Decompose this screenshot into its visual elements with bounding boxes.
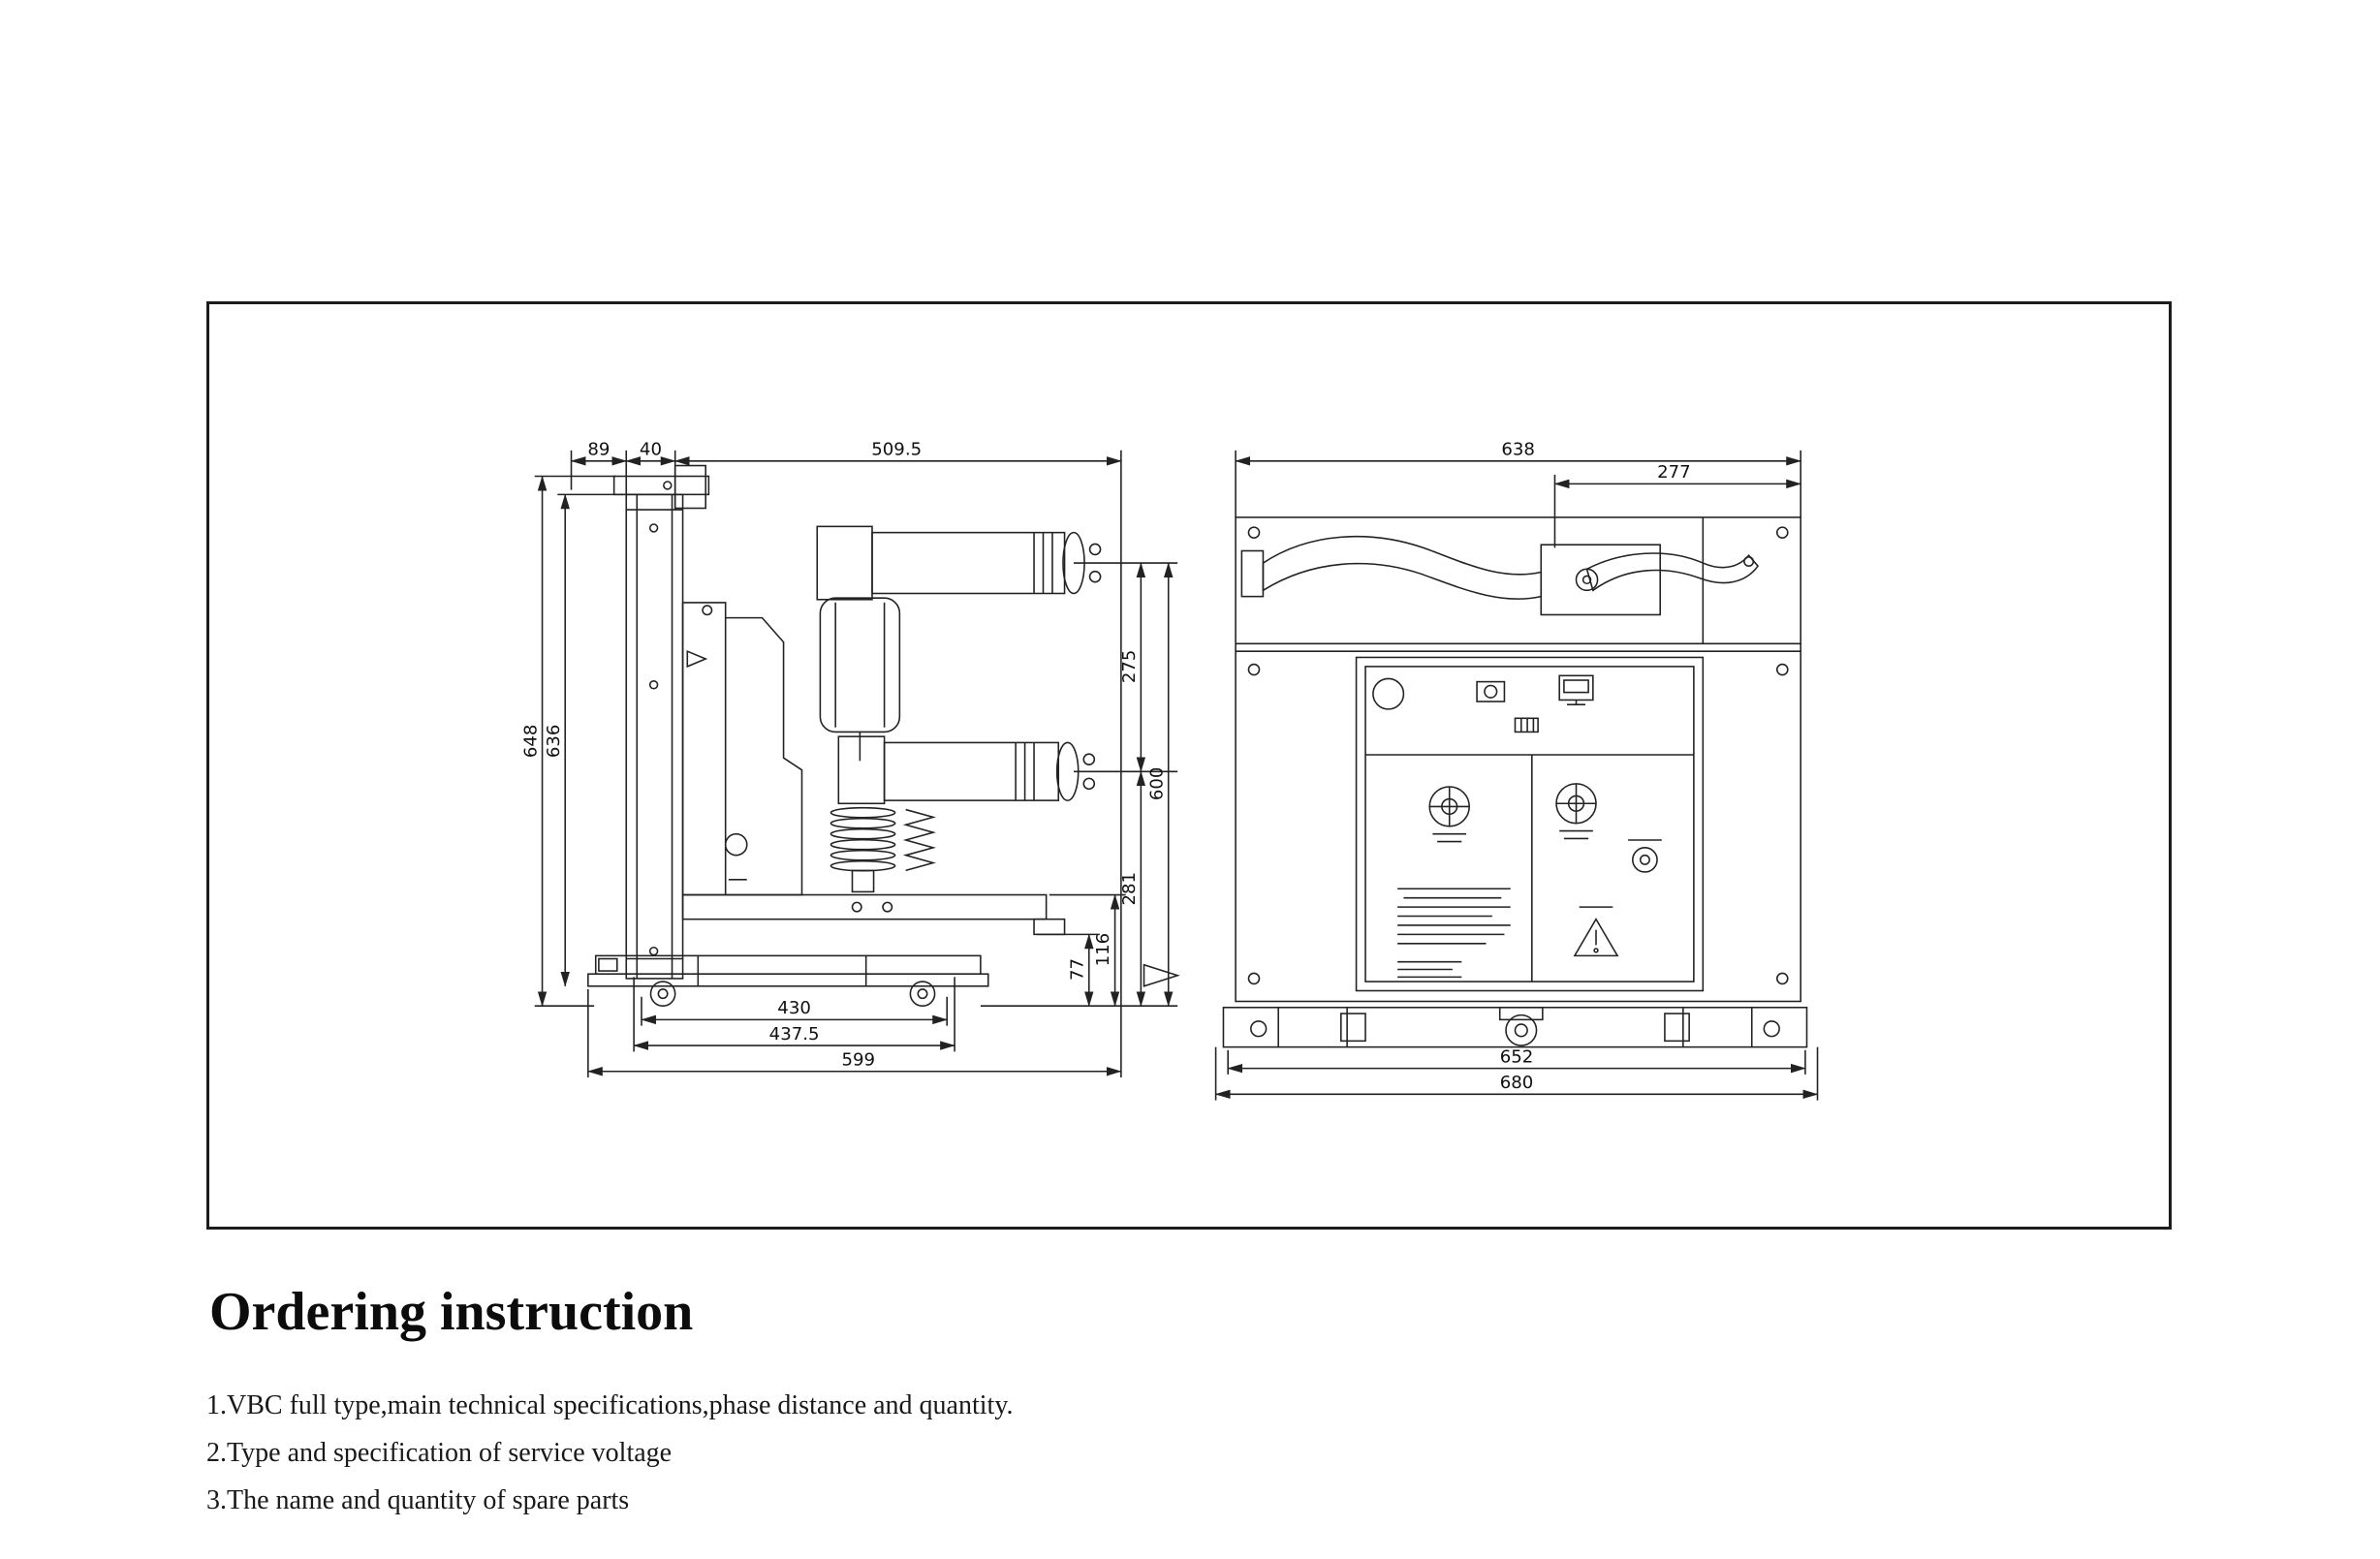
drawing-frame: 89 40 509.5 648 636 275 600 281 116 77 4… — [206, 301, 2172, 1230]
roller-wheel — [649, 981, 676, 1007]
flexible-conduit — [1262, 535, 1543, 600]
ordering-list: 1.VBC full type,main technical specifica… — [206, 1382, 1014, 1524]
front-cabinet — [1235, 516, 1801, 1003]
side-dimensions: 89 40 509.5 648 636 275 600 281 116 77 4… — [520, 440, 1178, 1078]
technical-drawing: 89 40 509.5 648 636 275 600 281 116 77 4… — [520, 440, 1819, 1101]
dim-label-652: 652 — [1500, 1046, 1534, 1067]
insulator-bellows — [830, 806, 896, 893]
front-view-drawing: 638 277 652 680 — [1214, 440, 1819, 1101]
indicator-lamp — [1372, 677, 1405, 710]
nameplate-text-lines — [1397, 888, 1511, 979]
dim-label-600: 600 — [1146, 767, 1167, 800]
flag-mark — [686, 650, 708, 669]
dim-label-648: 648 — [520, 725, 541, 758]
rotary-handle-right — [1555, 783, 1597, 840]
side-mounting-plate — [612, 464, 710, 980]
ordering-item-2: 2.Type and specification of service volt… — [206, 1438, 673, 1468]
interlock-lever — [1540, 544, 1760, 616]
dim-label-277: 277 — [1657, 462, 1691, 483]
corner-screw — [1775, 972, 1789, 985]
lifting-hook — [1250, 1020, 1268, 1038]
warning-triangle — [1573, 906, 1619, 957]
side-pole-assembly — [816, 525, 1102, 893]
pushbutton — [1476, 680, 1506, 702]
dim-label-636: 636 — [544, 725, 564, 758]
charging-socket — [1514, 717, 1539, 733]
center-wheel — [1505, 1013, 1538, 1046]
rotary-handle-left — [1428, 786, 1470, 843]
aux-device — [1628, 839, 1662, 873]
ordering-item-1: 1.VBC full type,main technical specifica… — [206, 1390, 1014, 1420]
dim-label-680: 680 — [1500, 1073, 1534, 1093]
side-view-drawing: 89 40 509.5 648 636 275 600 281 116 77 4… — [520, 440, 1180, 1078]
spring-coil — [902, 808, 936, 872]
front-base-truck — [1222, 1006, 1808, 1048]
dim-label-430: 430 — [777, 998, 811, 1018]
corner-screw — [1775, 526, 1789, 539]
corner-screw — [1775, 663, 1789, 676]
dim-label-77: 77 — [1067, 958, 1087, 981]
dim-label-116: 116 — [1093, 933, 1113, 966]
corner-screw — [1247, 526, 1261, 539]
corner-screw — [1247, 663, 1261, 676]
dim-label-281: 281 — [1119, 872, 1140, 905]
lifting-hook — [1763, 1020, 1780, 1038]
dim-label-275: 275 — [1119, 650, 1140, 683]
pointer-mark — [1143, 963, 1180, 987]
dim-label-599: 599 — [842, 1050, 876, 1071]
dim-label-437-5: 437.5 — [769, 1024, 820, 1045]
front-dimensions: 638 277 652 680 — [1214, 440, 1819, 1101]
front-panel-controls — [1355, 656, 1705, 992]
dim-label-89: 89 — [587, 440, 610, 460]
ordering-item-3: 3.The name and quantity of spare parts — [206, 1485, 630, 1515]
lower-bushing-hatch — [837, 735, 886, 805]
side-pole-housing — [681, 602, 803, 896]
dim-label-40: 40 — [640, 440, 662, 460]
dim-label-638: 638 — [1501, 440, 1535, 460]
roller-wheel — [909, 981, 936, 1007]
vacuum-interrupter — [819, 597, 901, 733]
counter-window — [1558, 674, 1594, 705]
dim-label-509-5: 509.5 — [871, 440, 922, 460]
corner-screw — [1247, 972, 1261, 985]
section-title: Ordering instruction — [209, 1282, 694, 1342]
upper-bushing-hatch — [816, 525, 873, 601]
